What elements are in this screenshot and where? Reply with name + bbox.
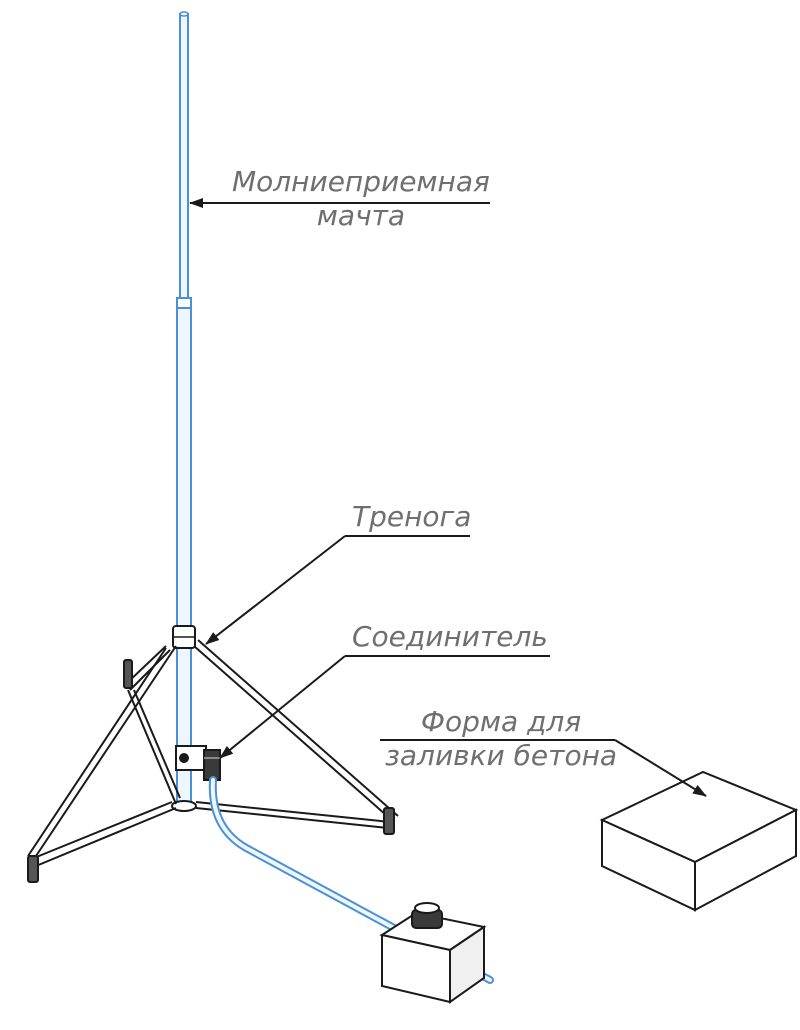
concrete-form-label-line-1: Форма для [420,705,582,738]
down-conductor-wire [208,776,494,984]
mast-label-line-2: мачта [316,198,406,232]
mast-label: Молниеприемная мачта [232,165,490,232]
concrete-form-label: Форма для заливки бетона [385,705,617,772]
concrete-form-label-line-2: заливки бетона [385,738,618,772]
tripod-label-text: Тренога [352,500,472,533]
concrete-form-box [599,770,799,912]
connector-label-text: Соединитель [352,620,548,653]
connector-clamp [175,745,221,781]
mast-label-line-1: Молниеприемная [232,165,490,198]
connector-label: Соединитель [352,620,548,654]
ground-electrode-block [379,902,487,1004]
lightning-rod-mast [171,11,197,812]
callout-leaders [189,198,707,797]
tripod-label: Тренога [352,500,471,534]
tripod [27,639,399,883]
